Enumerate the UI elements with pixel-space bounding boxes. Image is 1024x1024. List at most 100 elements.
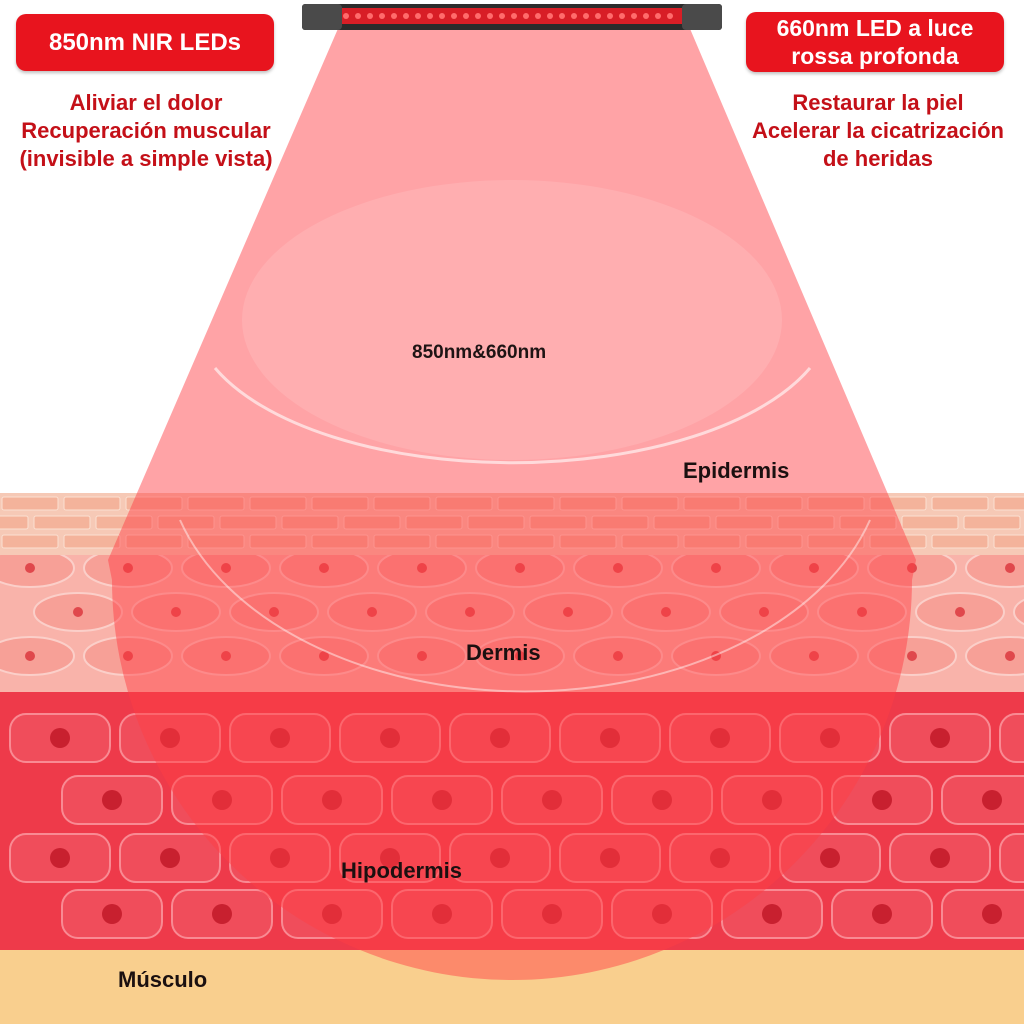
muscle-layer — [0, 950, 1024, 1024]
led-diode — [595, 13, 601, 19]
cell-nucleus — [490, 848, 510, 868]
cell-nucleus — [417, 651, 427, 661]
cell-nucleus — [319, 563, 329, 573]
dermis-cells — [0, 555, 1024, 676]
epidermis-cell — [963, 515, 1021, 530]
cell-nucleus — [930, 728, 950, 748]
cell-nucleus — [212, 904, 232, 924]
epidermis-cell — [249, 534, 307, 549]
cell-nucleus — [515, 563, 525, 573]
cell-nucleus — [809, 651, 819, 661]
epidermis-cell — [405, 515, 463, 530]
cell-nucleus — [171, 607, 181, 617]
hypodermis-label: Hipodermis — [341, 858, 463, 883]
led-diode — [571, 13, 577, 19]
epidermis-cell — [683, 534, 741, 549]
hypodermis-cells — [9, 713, 1024, 939]
red-led-badge-line: 660nm LED a luce — [776, 15, 974, 41]
dermis-cell — [1013, 598, 1024, 626]
cell-nucleus — [982, 904, 1002, 924]
cell-nucleus — [872, 790, 892, 810]
epidermis-cell — [745, 534, 803, 549]
epidermis-cell — [559, 534, 617, 549]
cell-nucleus — [820, 848, 840, 868]
led-diode — [391, 13, 397, 19]
epidermis-cell — [63, 534, 121, 549]
led-diode — [379, 13, 385, 19]
epidermis-cell — [621, 534, 679, 549]
epidermis-cell — [373, 534, 431, 549]
cell-nucleus — [711, 563, 721, 573]
nir-benefit-item: Aliviar el dolor — [69, 90, 223, 115]
led-diode — [427, 13, 433, 19]
led-diode — [655, 13, 661, 19]
led-diode — [631, 13, 637, 19]
epidermis-cell — [931, 496, 989, 511]
epidermis-cell — [1, 496, 59, 511]
led-diode — [547, 13, 553, 19]
epidermis-cell — [219, 515, 277, 530]
epidermis-cell — [529, 515, 587, 530]
led-diode — [355, 13, 361, 19]
epidermis-cell — [591, 515, 649, 530]
epidermis-label: Epidermis — [683, 458, 790, 483]
epidermis-cell — [343, 515, 401, 530]
epidermis-cell — [187, 496, 245, 511]
cell-nucleus — [857, 607, 867, 617]
epidermis-cell — [931, 534, 989, 549]
epidermis-cell — [1, 534, 59, 549]
epidermis-cell — [435, 496, 493, 511]
red-benefit-item: Acelerar la cicatrización — [752, 118, 1004, 143]
beam-core-glow — [242, 180, 782, 460]
epidermis-cell — [125, 496, 183, 511]
epidermis-cell — [467, 515, 525, 530]
epidermis-cell — [807, 496, 865, 511]
led-diode — [451, 13, 457, 19]
epidermis-cell — [621, 496, 679, 511]
cell-nucleus — [600, 728, 620, 748]
dermis-cell — [965, 636, 1024, 676]
cell-nucleus — [50, 848, 70, 868]
epidermis-cell — [435, 534, 493, 549]
hypodermis-cell — [999, 713, 1024, 763]
led-diode — [619, 13, 625, 19]
epidermis-cell — [653, 515, 711, 530]
cell-nucleus — [380, 728, 400, 748]
cell-nucleus — [600, 848, 620, 868]
cell-nucleus — [1005, 563, 1015, 573]
cell-nucleus — [955, 607, 965, 617]
dermis-cell — [965, 555, 1024, 588]
red-benefit-item: Restaurar la piel — [792, 90, 964, 115]
led-diode — [511, 13, 517, 19]
red-led-badge-line: rossa profonda — [791, 43, 959, 69]
cell-nucleus — [270, 848, 290, 868]
nir-benefits: Aliviar el dolor Recuperación muscular (… — [0, 89, 292, 173]
cell-nucleus — [661, 607, 671, 617]
epidermis-cell — [777, 515, 835, 530]
cell-nucleus — [319, 651, 329, 661]
red-benefit-item: de heridas — [822, 146, 934, 171]
cell-nucleus — [1005, 651, 1015, 661]
cell-nucleus — [809, 563, 819, 573]
cell-nucleus — [613, 651, 623, 661]
cell-nucleus — [25, 563, 35, 573]
led-diode — [487, 13, 493, 19]
nir-led-badge: 850nm NIR LEDs — [16, 14, 274, 71]
cell-nucleus — [380, 848, 400, 868]
cell-nucleus — [160, 728, 180, 748]
cell-nucleus — [930, 848, 950, 868]
cell-nucleus — [221, 563, 231, 573]
led-diode — [559, 13, 565, 19]
cell-nucleus — [417, 563, 427, 573]
epidermis-cell — [869, 534, 927, 549]
epidermis-cell — [95, 515, 153, 530]
cell-nucleus — [563, 607, 573, 617]
epidermis-cell — [993, 496, 1024, 511]
cell-nucleus — [907, 563, 917, 573]
cell-nucleus — [25, 651, 35, 661]
epidermis-cell — [559, 496, 617, 511]
epidermis-cells — [0, 496, 1024, 549]
cell-nucleus — [367, 607, 377, 617]
beam-glow-arc-outer — [179, 519, 871, 693]
